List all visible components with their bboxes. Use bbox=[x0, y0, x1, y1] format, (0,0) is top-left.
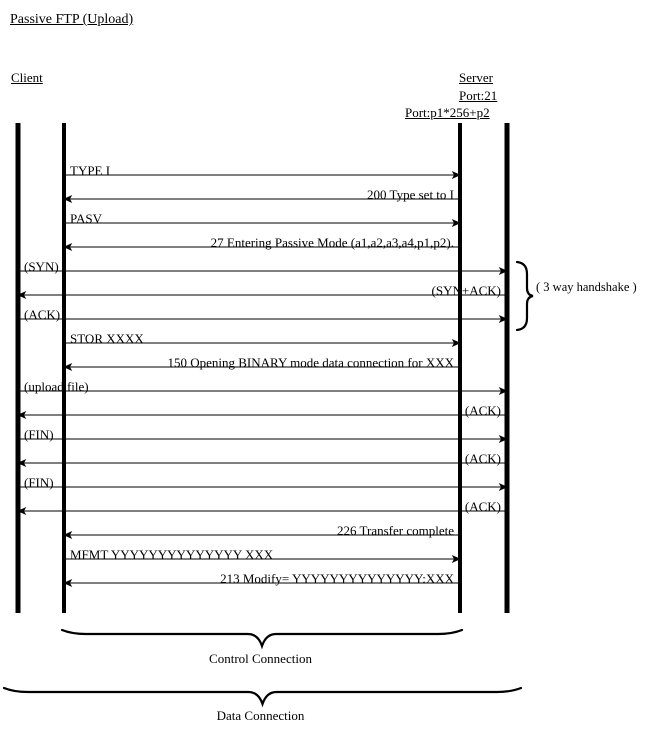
lifeline-label-client: Client bbox=[11, 70, 43, 85]
braces-group bbox=[2, 260, 534, 708]
lifeline-label-server-data-port: Port:p1*256+p2 bbox=[405, 105, 490, 120]
message-label-7: STOR XXXX bbox=[70, 331, 144, 346]
message-label-6: (ACK) bbox=[24, 307, 61, 322]
lifeline-label-server-control-port: Port:21 bbox=[459, 88, 498, 103]
message-label-1: 200 Type set to I bbox=[367, 187, 454, 202]
lifeline-label-server: Server bbox=[459, 70, 493, 85]
handshake-brace bbox=[515, 260, 534, 332]
message-label-0: TYPE I bbox=[70, 163, 111, 178]
message-label-5: (SYN+ACK) bbox=[431, 283, 501, 298]
message-label-16: MFMT YYYYYYYYYYYYYY XXX bbox=[70, 547, 274, 562]
message-label-11: (FIN) bbox=[24, 427, 54, 442]
message-label-4: (SYN) bbox=[24, 259, 59, 274]
control-connection-brace bbox=[60, 628, 464, 650]
message-label-12: (ACK) bbox=[464, 451, 501, 466]
message-label-15: 226 Transfer complete bbox=[337, 523, 454, 538]
message-label-17: 213 Modify= YYYYYYYYYYYYYY:XXX bbox=[220, 571, 454, 586]
message-label-10: (ACK) bbox=[464, 403, 501, 418]
control-connection-annotation: Control Connection bbox=[209, 651, 312, 666]
handshake-annotation: ( 3 way handshake ) bbox=[536, 280, 637, 294]
message-label-9: (upload file) bbox=[24, 379, 89, 394]
message-label-8: 150 Opening BINARY mode data connection … bbox=[167, 355, 454, 370]
message-arrows-group bbox=[17, 171, 508, 587]
message-label-2: PASV bbox=[70, 211, 103, 226]
data-connection-brace bbox=[2, 686, 523, 708]
message-label-13: (FIN) bbox=[24, 475, 54, 490]
page-title: Passive FTP (Upload) bbox=[10, 12, 134, 27]
message-label-14: (ACK) bbox=[464, 499, 501, 514]
message-label-3: 27 Entering Passive Mode (a1,a2,a3,a4,p1… bbox=[210, 235, 454, 250]
data-connection-annotation: Data Connection bbox=[216, 708, 305, 723]
